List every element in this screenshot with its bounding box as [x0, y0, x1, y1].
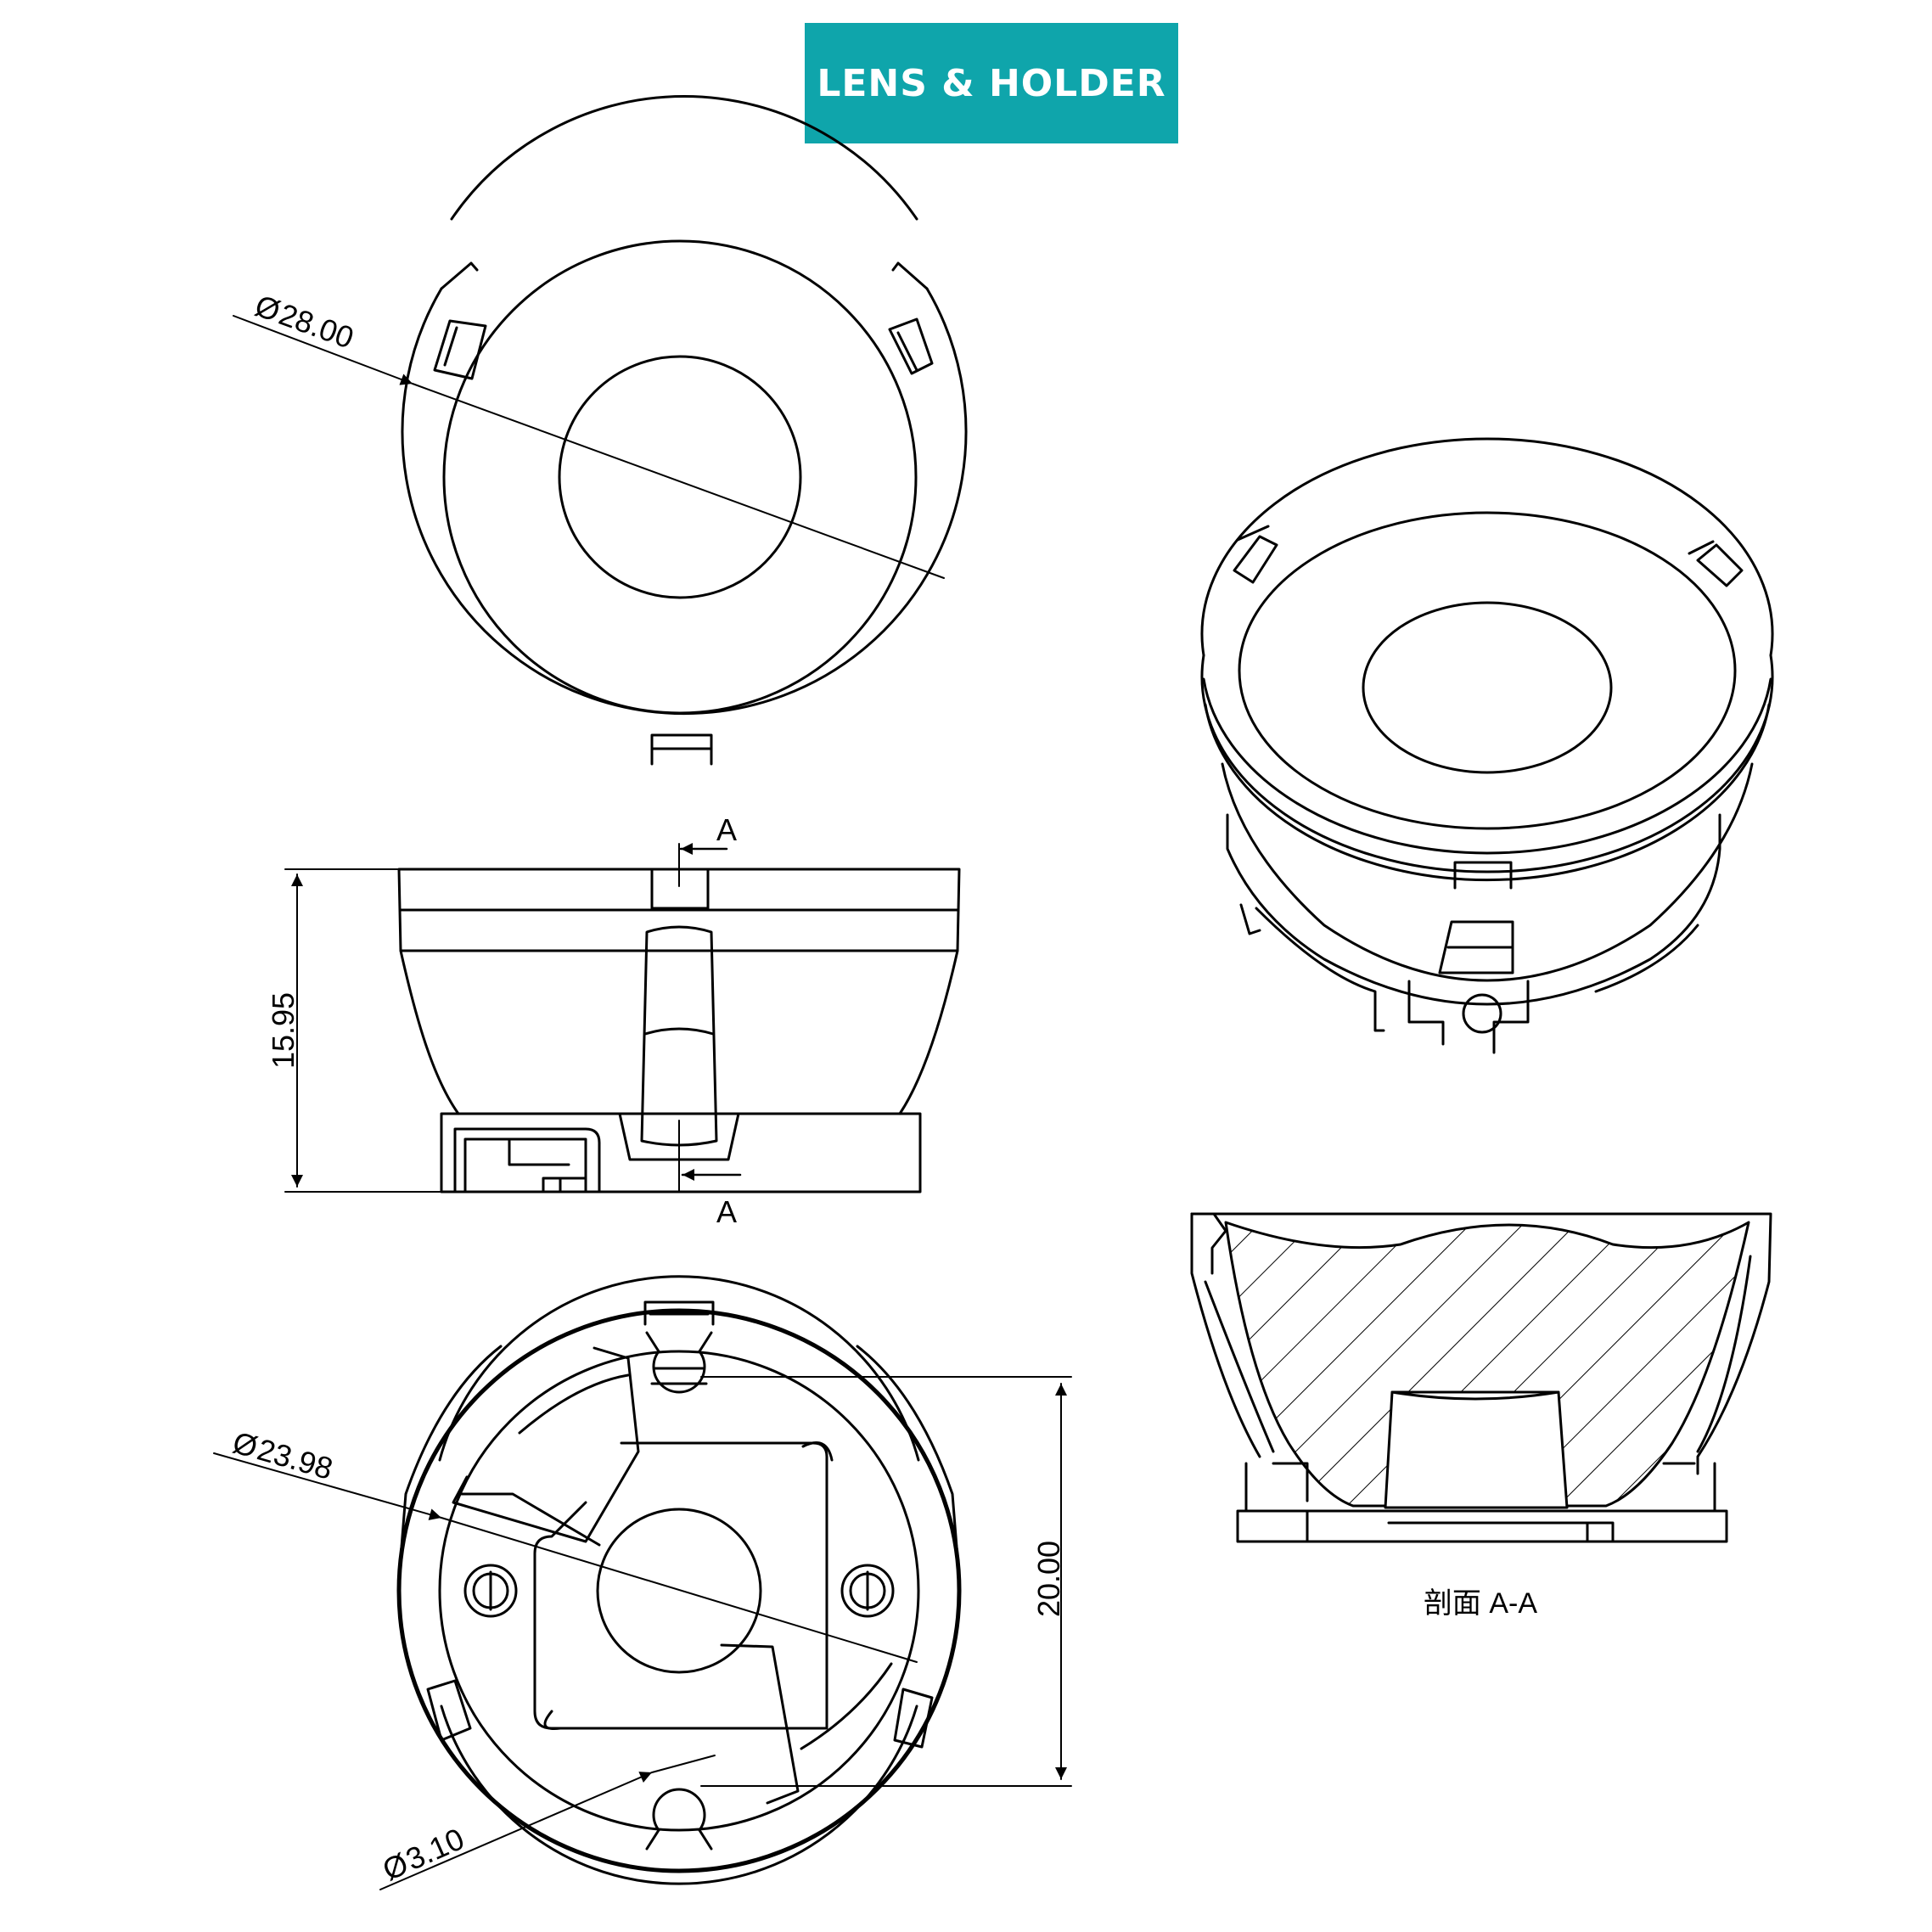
top-clip-left: [433, 319, 487, 380]
top-clip-right: [888, 317, 934, 375]
section-hatched-lens: [1224, 1221, 1750, 1508]
dim-20-text: 20.00: [1031, 1541, 1066, 1617]
section-mark-bottom: A: [716, 1194, 737, 1229]
section-caption: 剖面 A-A: [1424, 1587, 1537, 1620]
bottom-outer-rim: [396, 1308, 962, 1873]
bottom-center-hole: [596, 1508, 762, 1674]
bottom-view: [213, 1275, 1072, 1890]
dim-28-label: Ø 28.00: [250, 288, 358, 356]
title-text: LENS & HOLDER: [817, 61, 1166, 105]
top-lens-ring: [442, 239, 918, 715]
dim-3-10-text: 3.10: [401, 1821, 469, 1877]
isometric-view: [1200, 437, 1774, 1054]
section-view: [1190, 1212, 1772, 1543]
dim-23-98-label: Ø 23.98: [229, 1424, 337, 1486]
top-lens-center: [558, 355, 802, 599]
title-banner: LENS & HOLDER: [805, 23, 1178, 143]
dim-leader-28: [233, 315, 413, 385]
top-clip-bottom: [650, 733, 713, 766]
side-view: [284, 843, 961, 1193]
dim-15-95-text: 15.95: [266, 992, 300, 1069]
section-mark-top: A: [716, 812, 737, 847]
dim-23-98-text: 23.98: [254, 1432, 337, 1486]
top-view: [233, 95, 968, 766]
dim-3-10-label: Ø 3.10: [378, 1821, 469, 1887]
